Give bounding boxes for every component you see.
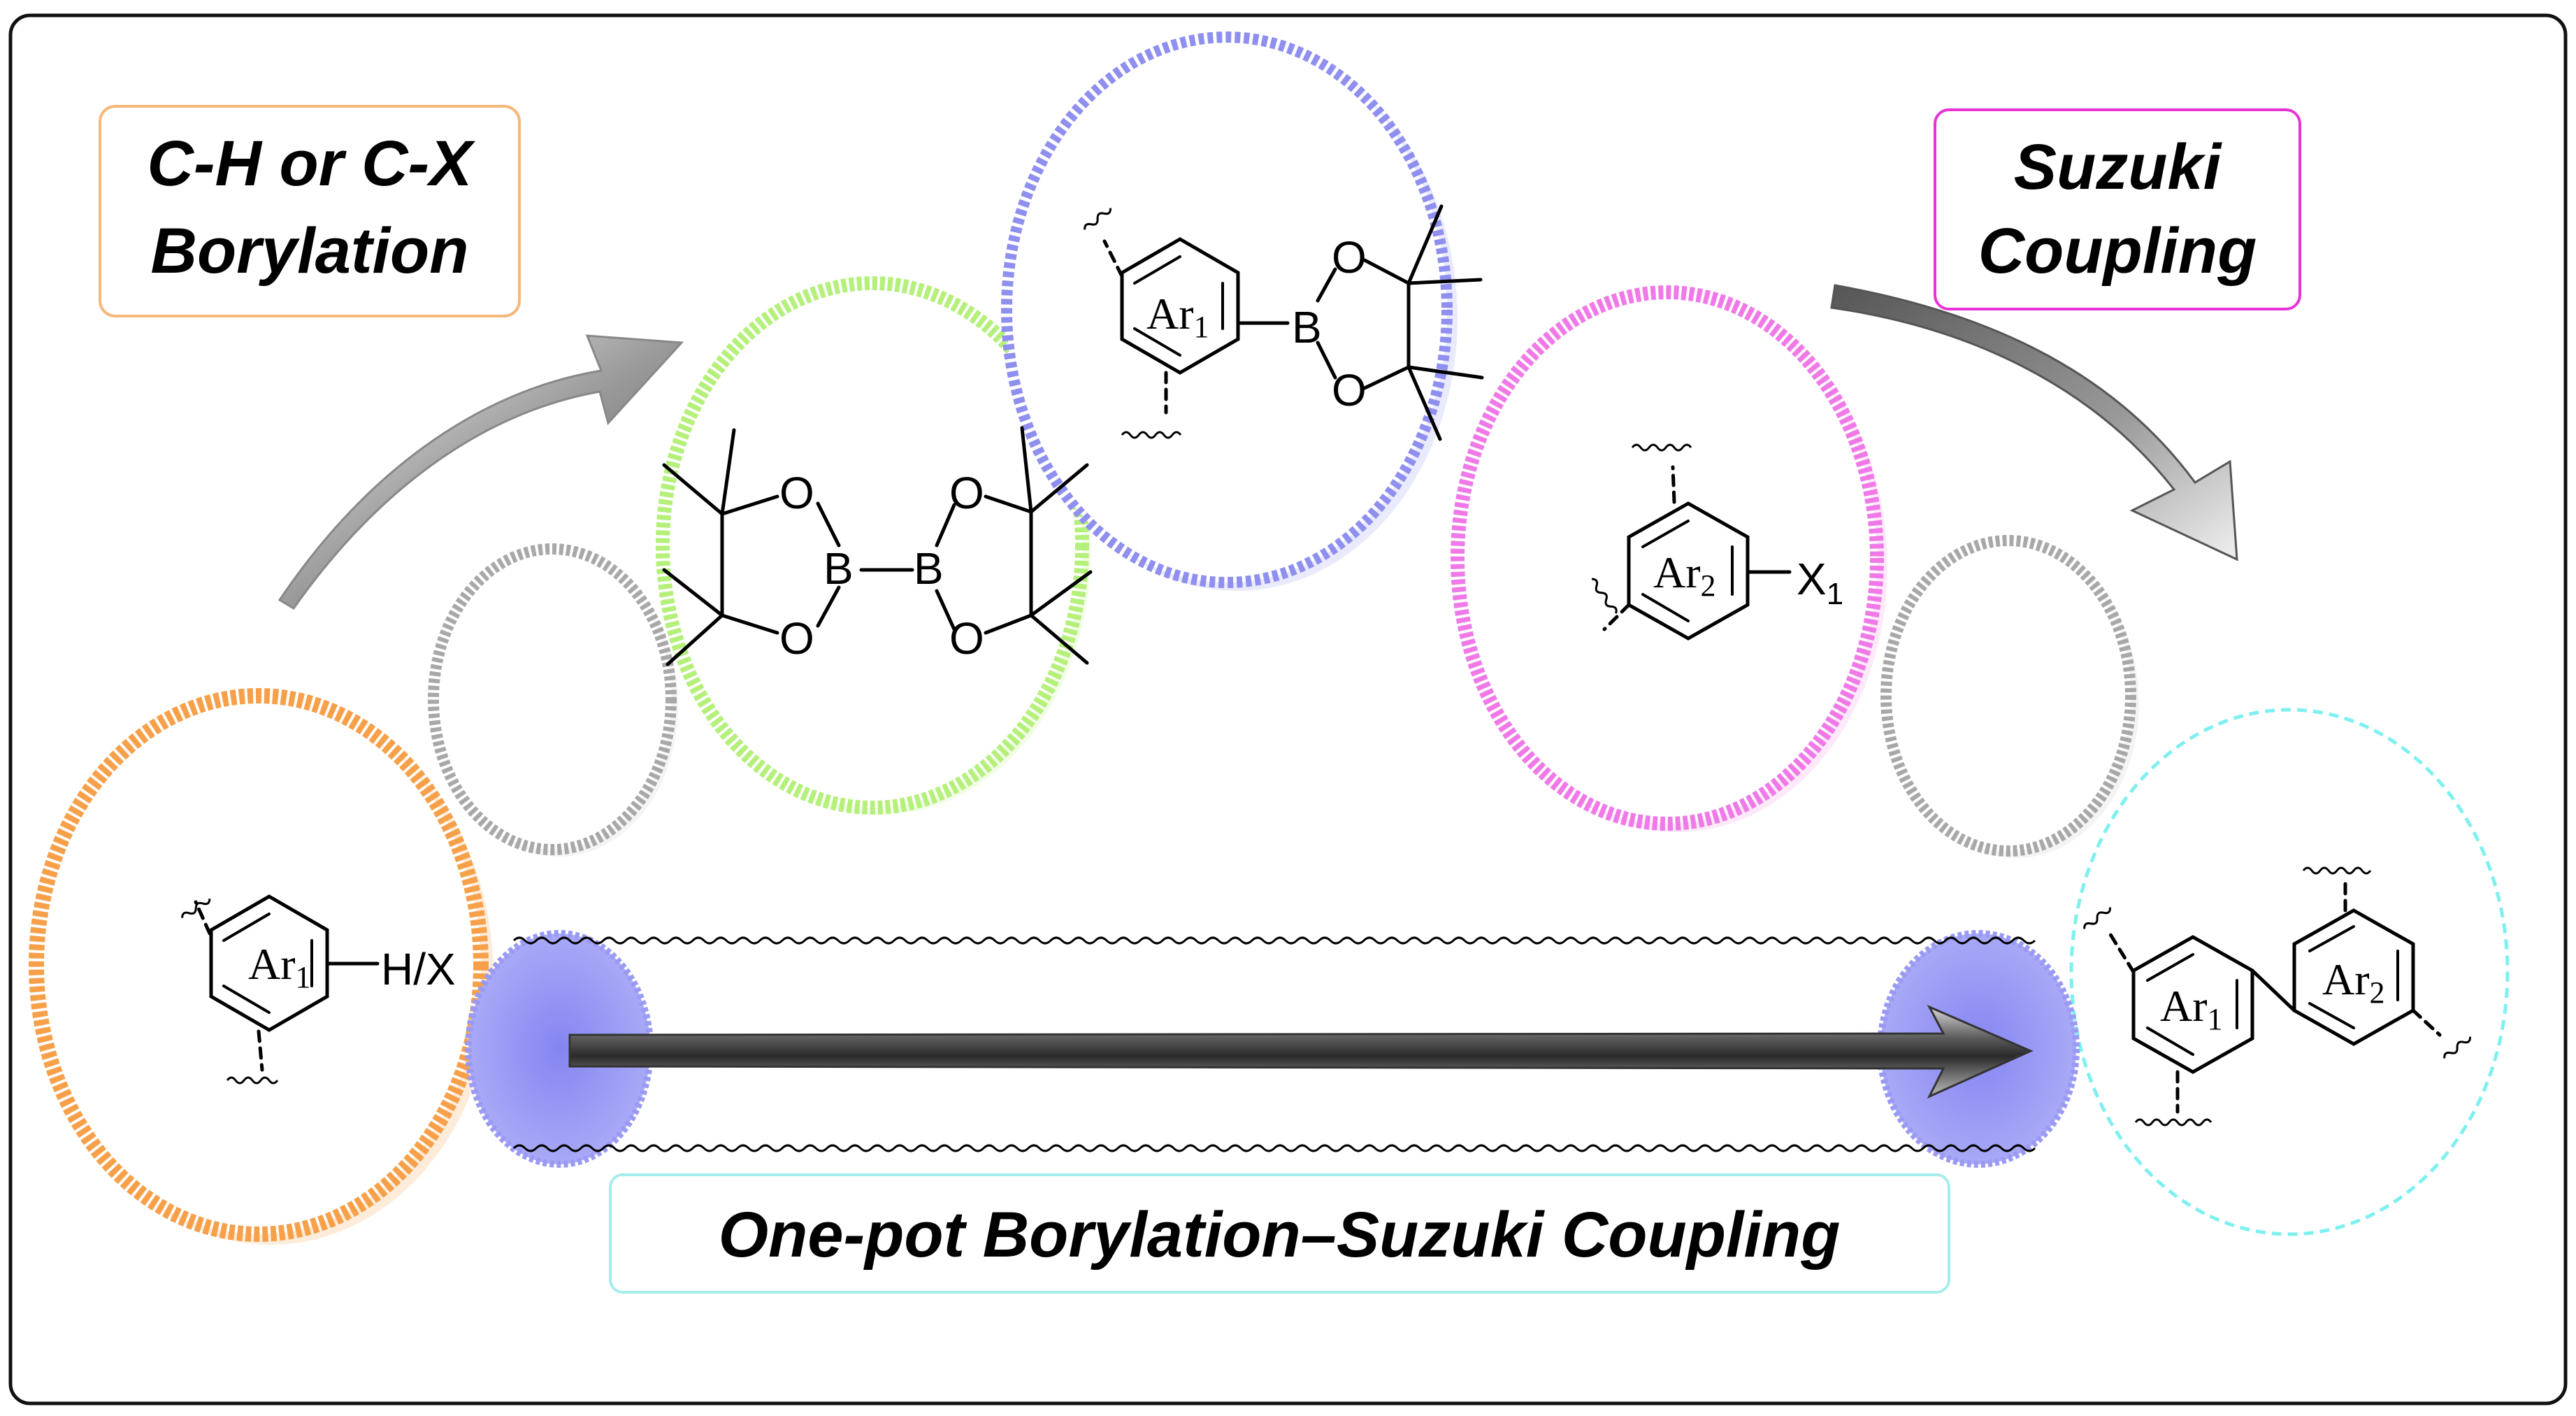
bubble-green-b2pin2 — [656, 276, 1091, 815]
onepot-channel — [465, 930, 2080, 1168]
atom-ar1-label-2: Ar1 — [1146, 289, 1209, 344]
atom-ar2-label-2: Ar2 — [2322, 954, 2385, 1010]
bubble-cyan-product — [2069, 708, 2510, 1236]
bubble-purple-arylboronate — [1001, 31, 1458, 591]
borylation-label-line1: C-H or C-X — [147, 128, 475, 199]
curved-arrow-right — [1830, 284, 2238, 562]
onepot-label-box: One-pot Borylation–Suzuki Coupling — [609, 1173, 1950, 1294]
atom-o-3: O — [949, 468, 984, 518]
atom-o-6: O — [1332, 365, 1367, 415]
bubble-magenta-aryl-halide — [1451, 285, 1887, 832]
suzuki-label-line2: Coupling — [1978, 215, 2257, 287]
bubble-gray-left — [428, 543, 678, 857]
atom-o-5: O — [1332, 232, 1367, 283]
molecule-aryl-boronate: Ar1 B O O — [1084, 204, 1484, 441]
molecule-biaryl-product: Ar1 Ar2 — [2083, 866, 2471, 1127]
outer-frame — [8, 13, 2568, 1406]
molecule-aryl-substrate: H/X Ar1 — [181, 894, 456, 1085]
molecule-aryl-halide: Ar2 X1 — [1591, 443, 1843, 641]
wavy-top-line — [512, 936, 2036, 945]
atom-ar1-label: Ar1 — [248, 939, 311, 994]
suzuki-label-line1: Suzuki — [2014, 131, 2223, 203]
atom-ar2-label: Ar2 — [1653, 548, 1716, 603]
atom-x1: X1 — [1797, 554, 1843, 611]
molecule-b2pin2: O O B B O O — [662, 426, 1093, 666]
atom-o-1: O — [779, 468, 814, 518]
bubble-orange-substrate — [29, 688, 494, 1245]
atom-b-2: B — [914, 543, 944, 594]
atom-o-2: O — [779, 613, 814, 664]
long-arrow — [568, 1004, 2034, 1099]
bubble-gray-right — [1880, 535, 2139, 858]
atom-ar1-label-3: Ar1 — [2160, 981, 2223, 1036]
atom-hx: H/X — [381, 944, 456, 994]
borylation-label-box: C-H or C-X Borylation — [99, 105, 521, 317]
atom-o-4: O — [949, 613, 984, 664]
curved-arrow-left — [278, 334, 684, 610]
onepot-label: One-pot Borylation–Suzuki Coupling — [719, 1199, 1841, 1271]
atom-b-1: B — [823, 543, 854, 594]
borylation-label-line2: Borylation — [151, 215, 469, 287]
wavy-bottom-line — [512, 1144, 2036, 1152]
suzuki-label-box: Suzuki Coupling — [1934, 108, 2301, 310]
